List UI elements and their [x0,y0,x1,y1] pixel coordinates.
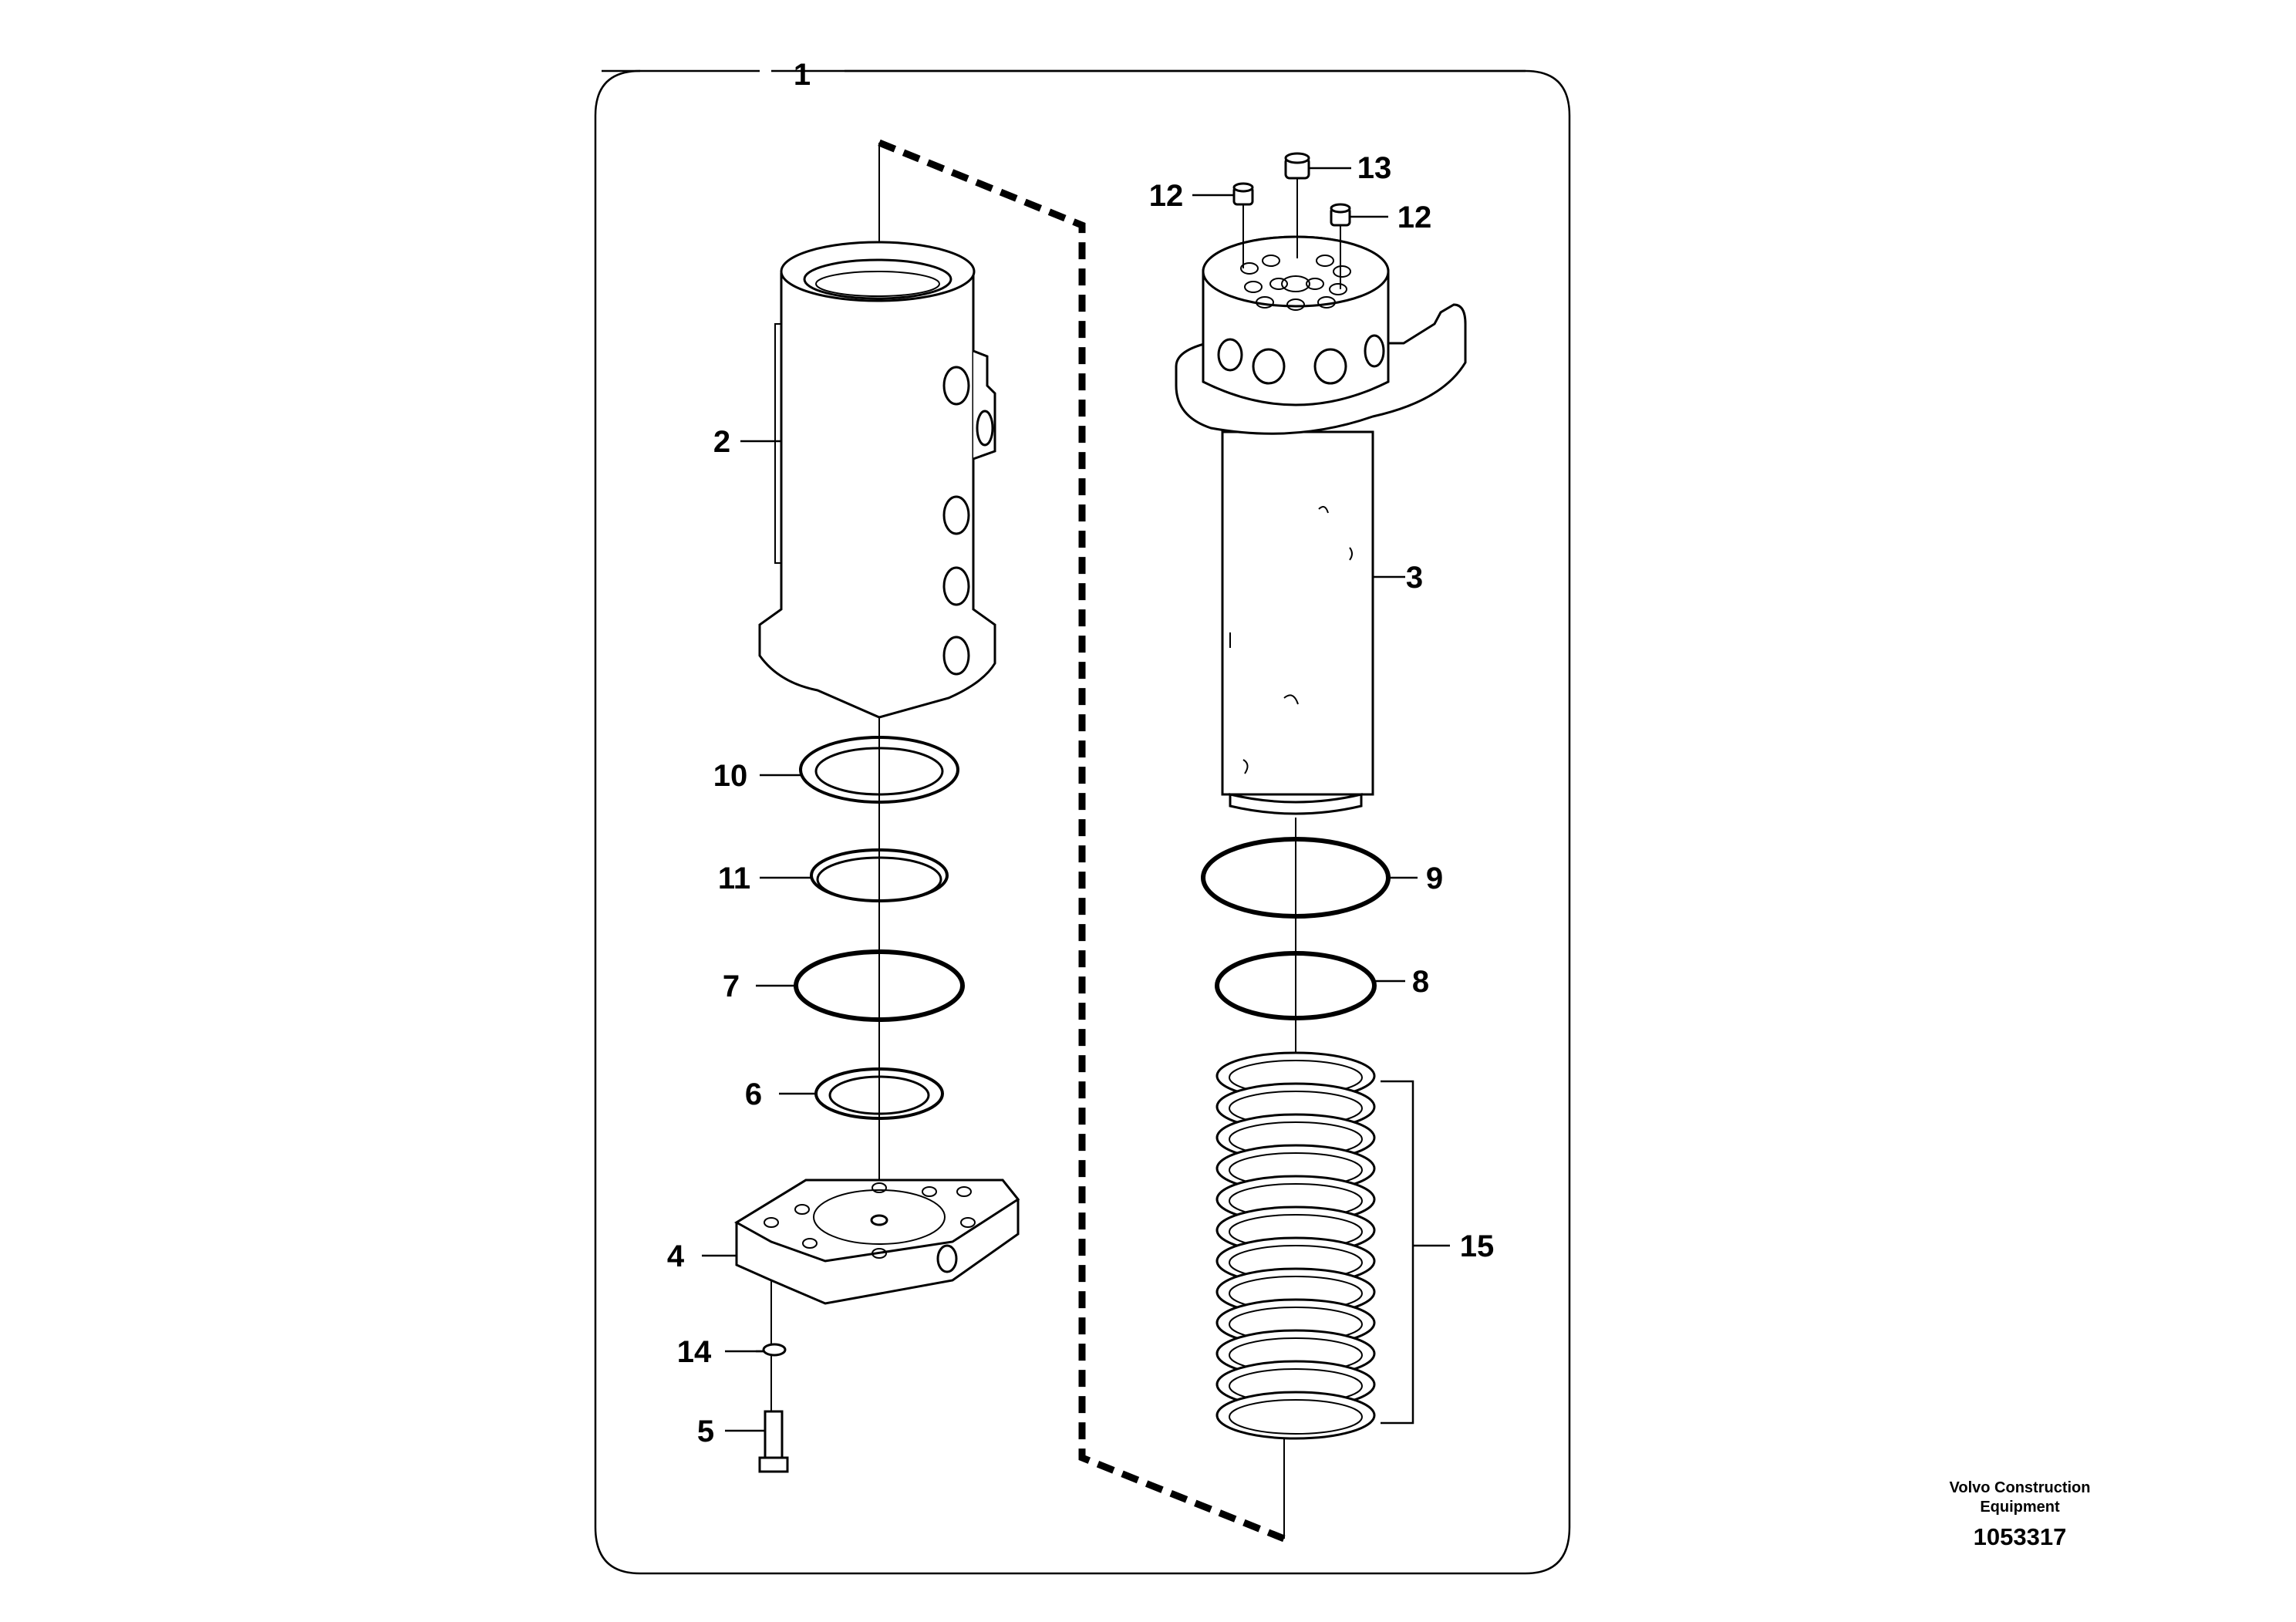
credit-line-2: Equipment [1980,1499,2060,1516]
leader-lines [702,167,1450,1432]
callout-14: 14 [677,1335,712,1369]
callout-12-left: 12 [1149,179,1184,213]
callout-10: 10 [713,759,748,793]
document-number: 1053317 [1974,1523,2067,1550]
part-4-cover-plate [734,1179,1020,1305]
callout-8: 8 [1412,965,1429,999]
part-2-swivel-housing [758,241,996,719]
callout-13: 13 [1357,151,1392,185]
callout-5: 5 [697,1415,714,1448]
publisher-credit: Volvo Construction Equipment 1053317 [1950,1479,2091,1550]
callout-9: 9 [1426,862,1443,895]
part-8-o-ring [1215,951,1377,1020]
part-12-plug-right [1330,203,1351,289]
callout-1: 1 [794,58,811,92]
part-14-washer [762,1343,787,1357]
callout-11: 11 [718,862,750,895]
part-10-ring [799,736,959,804]
part-13-plug-center [1284,152,1310,258]
callout-12-right: 12 [1397,201,1432,234]
seal-ring-inner [1229,1399,1363,1435]
callout-2: 2 [713,425,730,459]
part-5-bolt [758,1410,789,1473]
callout-6: 6 [745,1077,762,1111]
callout-7: 7 [723,969,740,1003]
callout-3: 3 [1406,561,1423,595]
callouts: 1 2 3 4 5 6 7 8 9 10 11 12 13 12 14 15 [667,58,1494,1448]
credit-line-1: Volvo Construction [1950,1479,2091,1496]
part-15-bracket [1381,1080,1414,1425]
assembly-frame [594,68,1571,1575]
part-3-rotor-shaft [1175,235,1467,815]
callout-15: 15 [1460,1229,1495,1263]
callout-4: 4 [667,1239,685,1273]
part-15-seal-rings [1215,1051,1376,1440]
